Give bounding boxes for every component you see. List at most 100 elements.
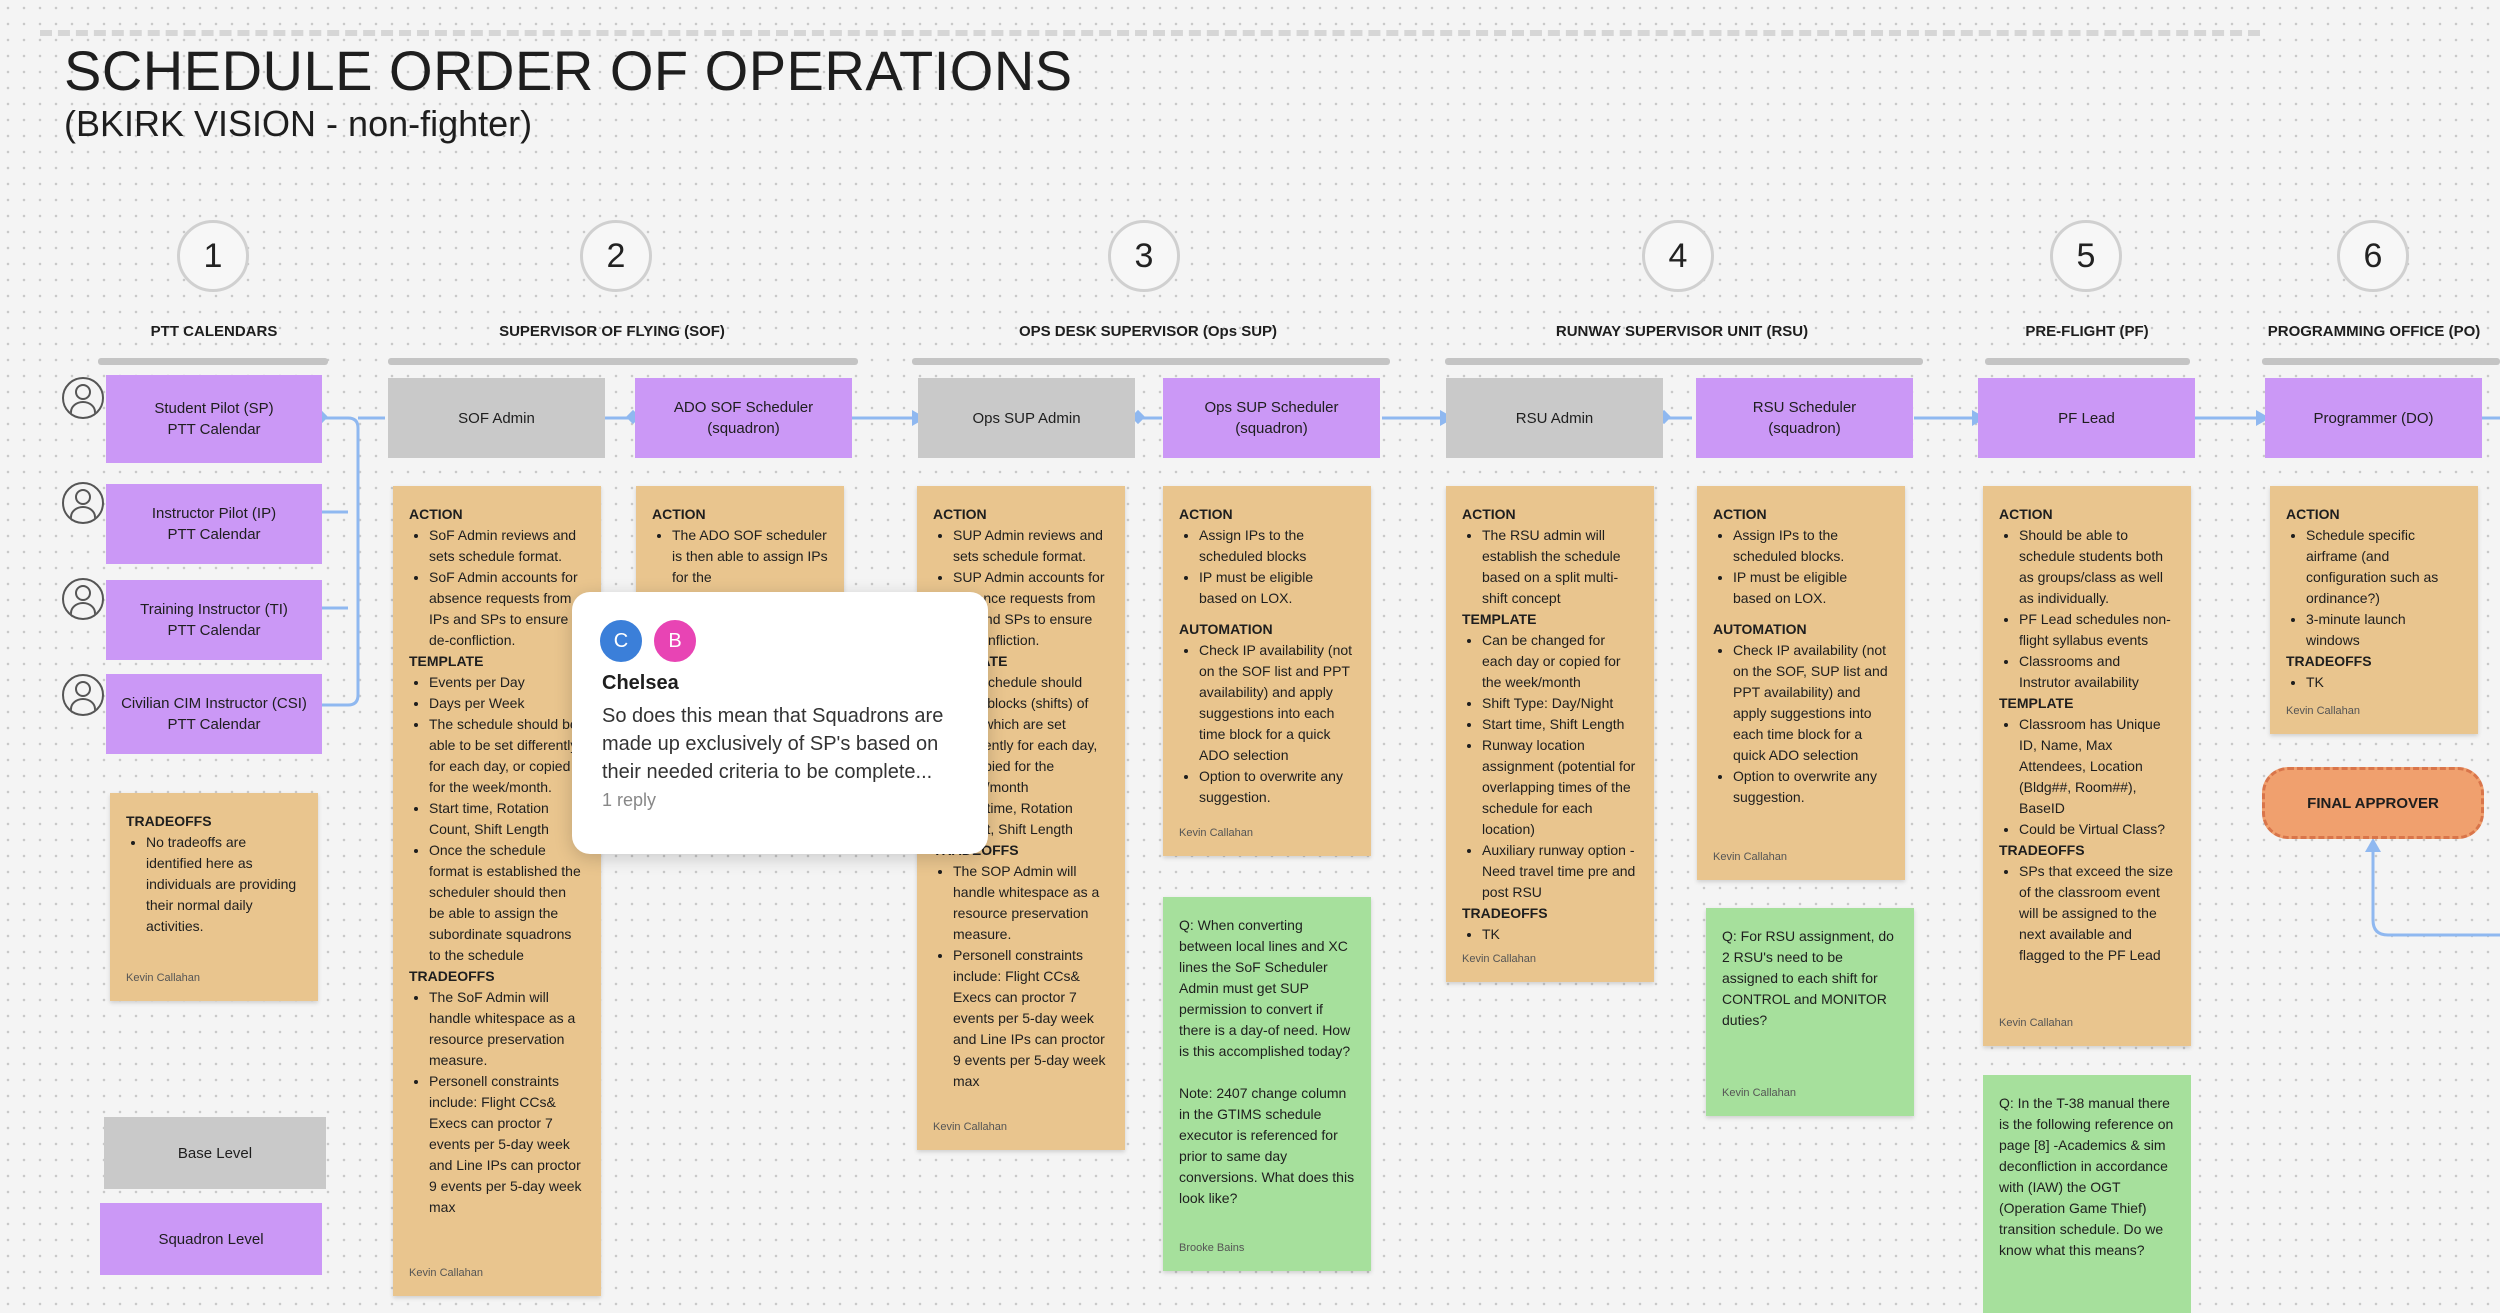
step-3-circle: 3 xyxy=(1108,220,1180,292)
note-text: Q: In the T-38 manual there is the follo… xyxy=(1999,1095,2174,1258)
note-bullet: Start time, Rotation Count, Shift Length xyxy=(429,798,585,840)
comment-reply-count[interactable]: 1 reply xyxy=(602,790,657,810)
note-bullet: Can be changed for each day or copied fo… xyxy=(1482,630,1638,693)
note-bullet: Schedule specific airframe (and configur… xyxy=(2306,525,2462,609)
note-bullet: Classrooms and Instrutor availability xyxy=(2019,651,2175,693)
note-bullet: 3-minute launch windows xyxy=(2306,609,2462,651)
pf-lead-box[interactable]: PF Lead xyxy=(1978,378,2195,458)
phase-label-po: PROGRAMMING OFFICE (PO) xyxy=(2267,323,2481,340)
phase-label-rsu: RUNWAY SUPERVISOR UNIT (RSU) xyxy=(1555,323,1809,340)
final-approver-node[interactable]: FINAL APPROVER xyxy=(2262,767,2484,839)
calendar-student-pilot[interactable]: Student Pilot (SP)PTT Calendar xyxy=(106,375,322,463)
ado-sof-scheduler-box[interactable]: ADO SOF Scheduler(squadron) xyxy=(635,378,852,458)
user-avatar-icon xyxy=(62,578,104,620)
note-bullet: Auxiliary runway option - Need travel ti… xyxy=(1482,840,1638,903)
note-heading: ACTION xyxy=(652,506,706,522)
step-1-circle: 1 xyxy=(177,220,249,292)
sof-admin-box[interactable]: SOF Admin xyxy=(388,378,605,458)
note-heading: ACTION xyxy=(2286,506,2340,522)
ops-sup-admin-box[interactable]: Ops SUP Admin xyxy=(918,378,1135,458)
phase-label-ops-sup: OPS DESK SUPERVISOR (Ops SUP) xyxy=(1018,323,1278,340)
note-heading: ACTION xyxy=(1713,506,1767,522)
step-5-circle: 5 xyxy=(2050,220,2122,292)
note-heading: ACTION xyxy=(1462,506,1516,522)
phase-label-sof: SUPERVISOR OF FLYING (SOF) xyxy=(499,323,725,340)
ops-question-note[interactable]: Q: When converting between local lines a… xyxy=(1163,897,1371,1271)
note-bullet: Classroom has Unique ID, Name, Max Atten… xyxy=(2019,714,2175,819)
note-bullet: Once the schedule format is established … xyxy=(429,840,585,966)
note-bullet: Check IP availability (not on the SOF, S… xyxy=(1733,640,1889,766)
calendar-civilian-instructor[interactable]: Civilian CIM Instructor (CSI)PTT Calenda… xyxy=(106,674,322,754)
note-bullet: Assign IPs to the scheduled blocks xyxy=(1199,525,1355,567)
note-bullet: SUP Admin reviews and sets schedule form… xyxy=(953,525,1109,567)
note-heading: TEMPLATE xyxy=(409,653,484,669)
comment-author: Chelsea xyxy=(602,672,679,694)
user-avatar-icon xyxy=(62,674,104,716)
step-2-circle: 2 xyxy=(580,220,652,292)
note-heading: ACTION xyxy=(409,506,463,522)
note-author: Kevin Callahan xyxy=(2286,705,2360,717)
note-heading: TEMPLATE xyxy=(1462,611,1537,627)
rsu-question-note[interactable]: Q: For RSU assignment, do 2 RSU's need t… xyxy=(1706,908,1914,1116)
note-author: Kevin Callahan xyxy=(1722,1087,1796,1099)
note-heading: TRADEOFFS xyxy=(1999,842,2085,858)
note-bullet: SPs that exceed the size of the classroo… xyxy=(2019,861,2175,966)
canvas-top-divider xyxy=(40,30,2260,36)
note-bullet: PF Lead schedules non-flight syllabus ev… xyxy=(2019,609,2175,651)
note-text: Q: When converting between local lines a… xyxy=(1179,917,1351,1059)
phase-bar-ops-sup xyxy=(912,358,1390,365)
note-author: Kevin Callahan xyxy=(1999,1017,2073,1029)
note-bullet: Shift Type: Day/Night xyxy=(1482,693,1638,714)
note-bullet: TK xyxy=(2306,672,2462,693)
step-6-circle: 6 xyxy=(2337,220,2409,292)
sof-admin-note[interactable]: ACTION SoF Admin reviews and sets schedu… xyxy=(393,486,601,1296)
ptt-tradeoffs-note[interactable]: TRADEOFFS No tradeoffs are identified he… xyxy=(110,793,318,1001)
phase-label-pf: PRE-FLIGHT (PF) xyxy=(2025,323,2149,340)
note-heading: AUTOMATION xyxy=(1713,621,1807,637)
note-bullet: Option to overwrite any suggestion. xyxy=(1199,766,1355,808)
note-author: Kevin Callahan xyxy=(126,972,200,984)
comment-text: So does this mean that Squadrons are mad… xyxy=(602,705,944,783)
commenter-avatar[interactable]: B xyxy=(652,618,698,664)
note-heading: ACTION xyxy=(1999,506,2053,522)
note-heading: AUTOMATION xyxy=(1179,621,1273,637)
note-author: Kevin Callahan xyxy=(409,1267,483,1279)
phase-bar-rsu xyxy=(1445,358,1923,365)
comment-popover[interactable]: C B Chelsea So does this mean that Squad… xyxy=(572,592,988,854)
note-heading: ACTION xyxy=(933,506,987,522)
step-4-circle: 4 xyxy=(1642,220,1714,292)
note-bullet: Personell constraints include: Flight CC… xyxy=(953,945,1109,1092)
programmer-note[interactable]: ACTION Schedule specific airframe (and c… xyxy=(2270,486,2478,734)
note-text: Note: 2407 change column in the GTIMS sc… xyxy=(1179,1085,1355,1206)
calendar-training-instructor[interactable]: Training Instructor (TI)PTT Calendar xyxy=(106,580,322,660)
note-heading: ACTION xyxy=(1179,506,1233,522)
rsu-scheduler-box[interactable]: RSU Scheduler(squadron) xyxy=(1696,378,1913,458)
rsu-scheduler-note[interactable]: ACTION Assign IPs to the scheduled block… xyxy=(1697,486,1905,880)
user-avatar-icon xyxy=(62,377,104,419)
note-bullet: Events per Day xyxy=(429,672,585,693)
programmer-box[interactable]: Programmer (DO) xyxy=(2265,378,2482,458)
note-bullet: SoF Admin accounts for absence requests … xyxy=(429,567,585,651)
note-bullet: Should be able to schedule students both… xyxy=(2019,525,2175,609)
note-bullet: Could be Virtual Class? xyxy=(2019,819,2175,840)
ops-sup-scheduler-note[interactable]: ACTION Assign IPs to the scheduled block… xyxy=(1163,486,1371,856)
note-bullet: SoF Admin reviews and sets schedule form… xyxy=(429,525,585,567)
note-heading: TRADEOFFS xyxy=(2286,653,2372,669)
pf-question-note[interactable]: Q: In the T-38 manual there is the follo… xyxy=(1983,1075,2191,1313)
rsu-admin-note[interactable]: ACTION The RSU admin will establish the … xyxy=(1446,486,1654,982)
rsu-admin-box[interactable]: RSU Admin xyxy=(1446,378,1663,458)
note-bullet: TK xyxy=(1482,924,1638,945)
commenter-avatar[interactable]: C xyxy=(598,618,644,664)
note-author: Kevin Callahan xyxy=(933,1121,1007,1133)
phase-bar-pf xyxy=(1985,358,2190,365)
note-bullet: Assign IPs to the scheduled blocks. xyxy=(1733,525,1889,567)
pf-lead-note[interactable]: ACTION Should be able to schedule studen… xyxy=(1983,486,2191,1046)
note-author: Kevin Callahan xyxy=(1462,953,1536,965)
phase-label-ptt: PTT CALENDARS xyxy=(150,323,278,340)
note-bullet: The SoF Admin will handle whitespace as … xyxy=(429,987,585,1071)
note-author: Kevin Callahan xyxy=(1713,851,1787,863)
calendar-instructor-pilot[interactable]: Instructor Pilot (IP)PTT Calendar xyxy=(106,484,322,564)
ops-sup-scheduler-box[interactable]: Ops SUP Scheduler(squadron) xyxy=(1163,378,1380,458)
note-bullet: Days per Week xyxy=(429,693,585,714)
note-bullet: No tradeoffs are identified here as indi… xyxy=(146,832,302,937)
